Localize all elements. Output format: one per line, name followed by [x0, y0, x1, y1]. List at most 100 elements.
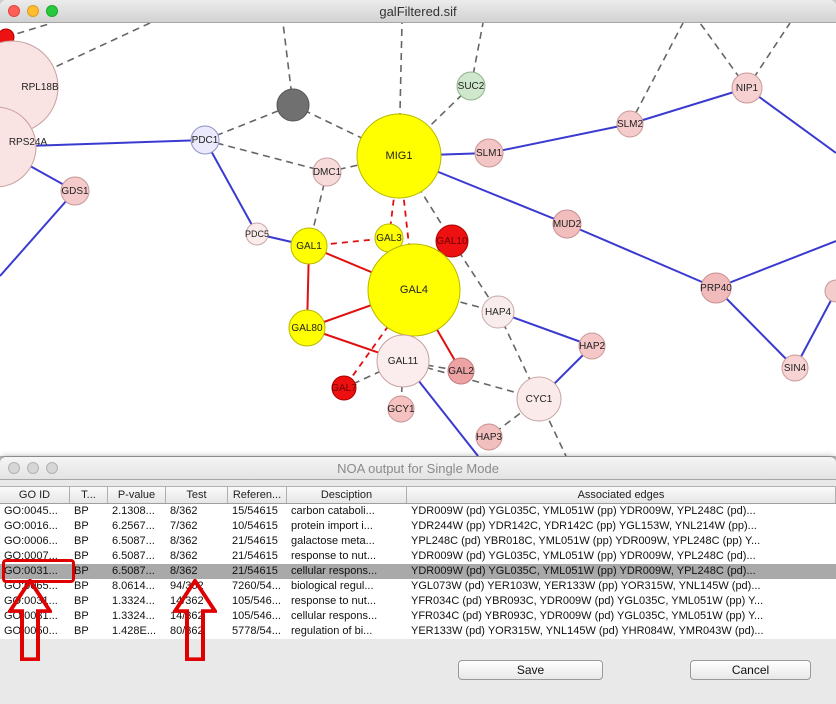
- edge-reddash[interactable]: [343, 289, 415, 389]
- table-cell: 6.5087...: [112, 535, 155, 547]
- edge-pp[interactable]: [794, 290, 836, 369]
- node-DMC1[interactable]: [312, 157, 342, 187]
- node-MIG1[interactable]: [356, 113, 442, 199]
- node-GDS1[interactable]: [60, 176, 90, 206]
- edge-pp[interactable]: [746, 87, 836, 154]
- table-cell: YDR009W (pd) YGL035C, YML051W (pp) YDR00…: [411, 505, 756, 517]
- edge-dd[interactable]: [629, 23, 684, 125]
- cancel-button[interactable]: Cancel: [690, 660, 811, 680]
- node-GCY1[interactable]: [387, 395, 415, 423]
- table-cell: 6.5087...: [112, 565, 155, 577]
- node-GAL4[interactable]: [367, 243, 461, 337]
- table-cell: BP: [74, 625, 89, 637]
- node-HAP4[interactable]: [481, 295, 515, 329]
- table-cell: YFR034C (pd) YBR093C, YDR009W (pd) YGL03…: [411, 595, 764, 607]
- node-RPS24A[interactable]: [0, 106, 37, 188]
- close-icon[interactable]: [8, 462, 20, 474]
- node-HAP2[interactable]: [578, 332, 606, 360]
- node-SIN4[interactable]: [781, 354, 809, 382]
- edge-pp[interactable]: [497, 311, 593, 347]
- node-edge1[interactable]: [824, 279, 836, 303]
- table-cell: 21/54615: [232, 535, 278, 547]
- node-GAL1[interactable]: [290, 227, 328, 265]
- table-cell: GO:0016...: [4, 520, 58, 532]
- column-header[interactable]: Desciption: [287, 487, 407, 503]
- column-header[interactable]: GO ID: [0, 487, 70, 503]
- table-cell: BP: [74, 550, 89, 562]
- node-SLM1[interactable]: [474, 138, 504, 168]
- table-cell: protein import i...: [291, 520, 373, 532]
- node-NIP1[interactable]: [731, 72, 763, 104]
- table-cell: BP: [74, 565, 89, 577]
- column-header[interactable]: Referen...: [228, 487, 287, 503]
- column-header[interactable]: Associated edges: [407, 487, 836, 503]
- table-cell: 1.3324...: [112, 610, 155, 622]
- edge-pp[interactable]: [566, 223, 717, 289]
- edge-pp[interactable]: [629, 87, 748, 125]
- node-GAL2[interactable]: [447, 357, 475, 385]
- node-GAL7[interactable]: [331, 375, 357, 401]
- node-PRP40[interactable]: [700, 272, 732, 304]
- column-header[interactable]: T...: [70, 487, 108, 503]
- zoom-icon[interactable]: [46, 5, 58, 17]
- edge-pp[interactable]: [0, 190, 76, 277]
- edge-pp[interactable]: [715, 287, 796, 369]
- table-cell: GO:0031...: [4, 565, 58, 577]
- table-cell: 15/54615: [232, 505, 278, 517]
- table-cell: 7260/54...: [232, 580, 281, 592]
- edge-dd[interactable]: [398, 85, 472, 157]
- table-cell: response to nut...: [291, 595, 376, 607]
- table-cell: 8/362: [170, 565, 198, 577]
- node-GAL11[interactable]: [376, 334, 430, 388]
- edge-pp[interactable]: [715, 240, 836, 289]
- minimize-icon[interactable]: [27, 5, 39, 17]
- node-PDC1[interactable]: [190, 125, 220, 155]
- traffic-lights-inactive: [8, 462, 58, 474]
- node-gray1[interactable]: [276, 88, 310, 122]
- node-SUC2[interactable]: [456, 71, 486, 101]
- node-GAL80[interactable]: [288, 309, 326, 347]
- table-cell: BP: [74, 610, 89, 622]
- node-MUD2[interactable]: [552, 209, 582, 239]
- edge-dd[interactable]: [398, 23, 403, 157]
- annotation-up-arrow: [8, 579, 52, 661]
- table-cell: regulation of bi...: [291, 625, 373, 637]
- table-cell: 21/54615: [232, 565, 278, 577]
- edge-dd[interactable]: [5, 23, 53, 38]
- column-header[interactable]: Test: [166, 487, 228, 503]
- edge-dd[interactable]: [204, 139, 328, 173]
- table-cell: 7/362: [170, 520, 198, 532]
- edge-dd[interactable]: [538, 398, 567, 456]
- node-SLM2[interactable]: [616, 110, 644, 138]
- table-cell: GO:0031...: [4, 610, 58, 622]
- noa-window-titlebar: NOA output for Single Mode: [0, 457, 836, 480]
- zoom-icon[interactable]: [46, 462, 58, 474]
- node-HAP3[interactable]: [475, 423, 503, 451]
- table-cell: YDR009W (pd) YGL035C, YML051W (pp) YDR00…: [411, 565, 756, 577]
- table-cell: biological regul...: [291, 580, 374, 592]
- minimize-icon[interactable]: [27, 462, 39, 474]
- edge-pp[interactable]: [204, 139, 258, 235]
- node-CYC1[interactable]: [516, 376, 562, 422]
- table-cell: 2.1308...: [112, 505, 155, 517]
- node-GAL10[interactable]: [435, 224, 469, 258]
- close-icon[interactable]: [8, 5, 20, 17]
- table-cell: response to nut...: [291, 550, 376, 562]
- node-PDC5[interactable]: [245, 222, 269, 246]
- save-button[interactable]: Save: [458, 660, 603, 680]
- column-header[interactable]: P-value: [108, 487, 166, 503]
- table-cell: 5778/54...: [232, 625, 281, 637]
- edge-dd[interactable]: [470, 23, 484, 87]
- edge-pp[interactable]: [488, 123, 631, 154]
